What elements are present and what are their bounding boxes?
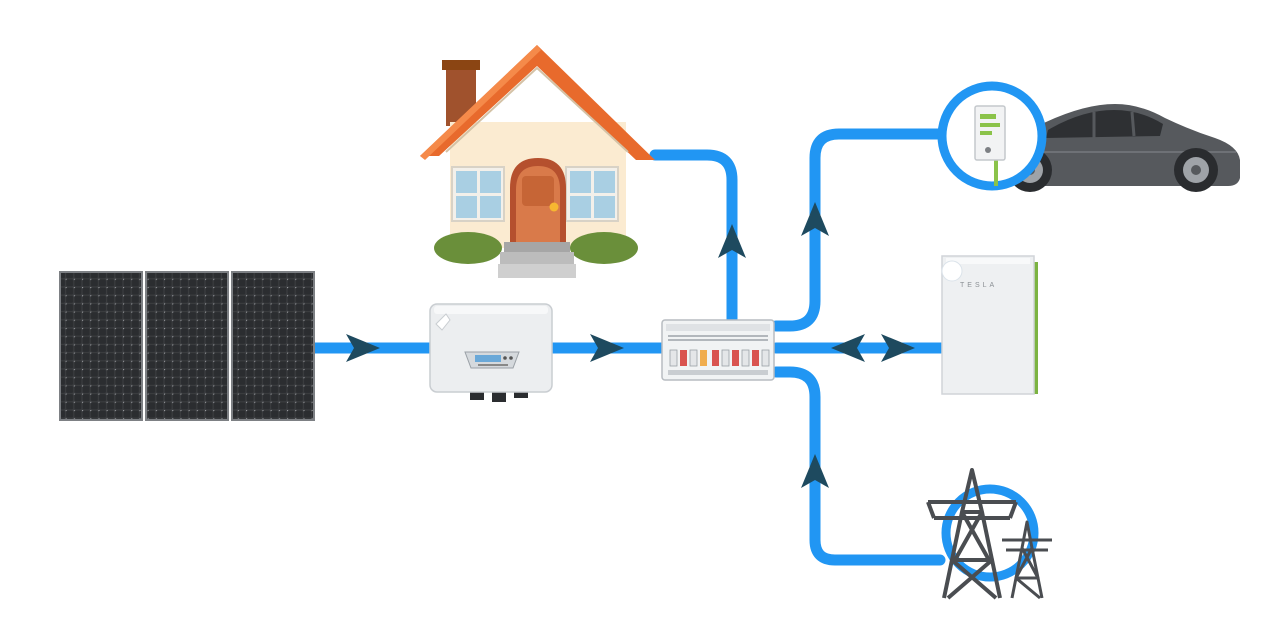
arrow-up-house [718, 224, 746, 258]
arrow-up-ev-charger [801, 202, 829, 236]
battery-brand-text: TESLA [960, 282, 997, 289]
circuit-breakers [669, 349, 770, 367]
transmission-tower-icon [926, 468, 1052, 600]
home-battery-icon: TESLA [941, 255, 1038, 395]
arrow-left-battery [831, 334, 865, 362]
arrow-right-inverter [590, 334, 624, 362]
flow-line-switchboard-to-house [649, 149, 738, 328]
inverter-icon [429, 303, 553, 402]
arrow-right-battery [881, 334, 915, 362]
arrow-right-solar [346, 334, 380, 362]
flow-line-grid-to-switchboard [770, 366, 946, 566]
ev-charger-icon [937, 81, 1047, 191]
solar-panel-array-icon [59, 271, 315, 421]
flow-line-switchboard-to-ev-charger [770, 128, 948, 332]
flow-arrows [346, 202, 915, 488]
switchboard-icon [661, 319, 775, 381]
house-icon [420, 45, 655, 278]
arrow-up-grid [801, 454, 829, 488]
